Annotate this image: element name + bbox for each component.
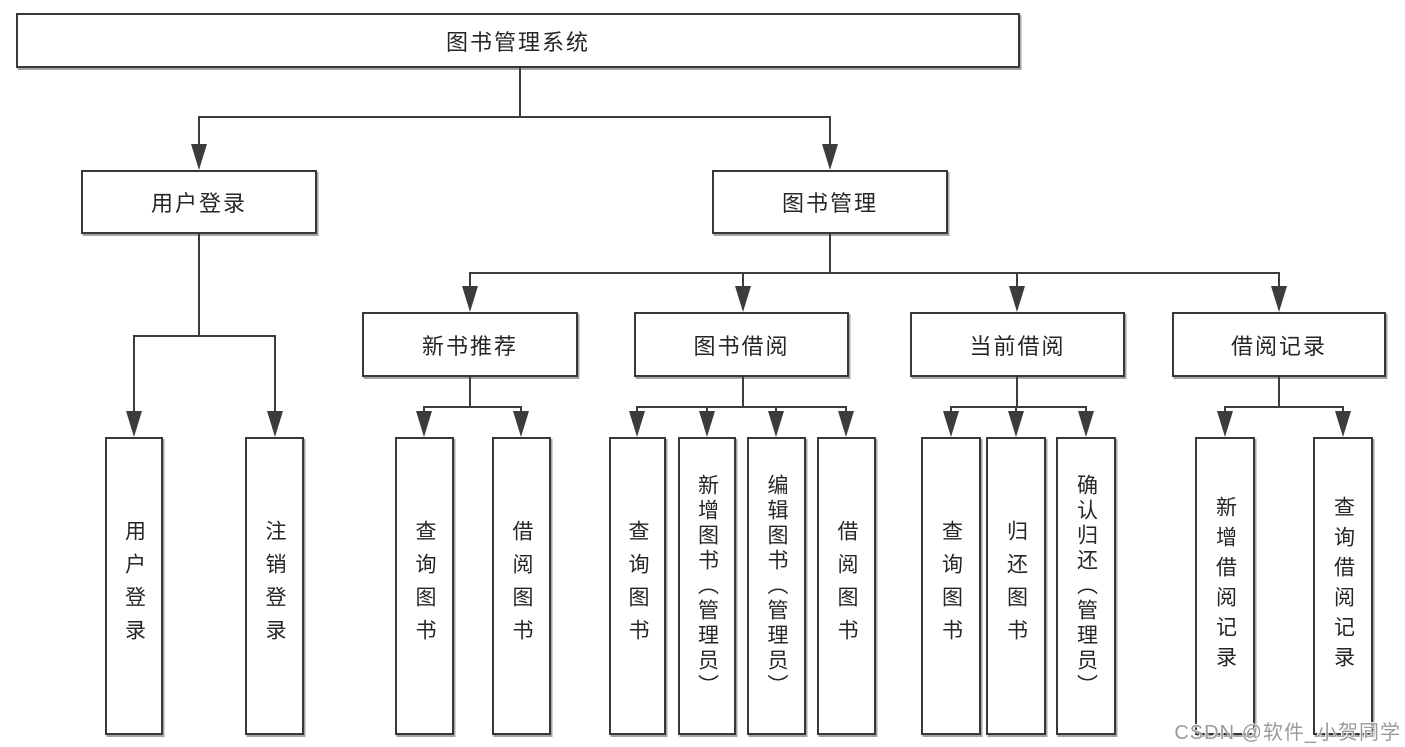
connector-line — [198, 117, 200, 147]
node-label: 新增图书（管理员） — [695, 473, 719, 699]
node-borrowing-records: 借阅记录 — [1172, 312, 1386, 377]
node-return-books: 归还图书 — [986, 437, 1046, 735]
arrow-down-icon — [1335, 411, 1351, 437]
node-label: 用户登录 — [122, 520, 146, 652]
watermark-text: CSDN @软件_小贺同学 — [1174, 722, 1401, 744]
connector-line — [423, 407, 425, 414]
arrow-down-icon — [768, 411, 784, 437]
connector-line — [636, 407, 638, 414]
connector-line — [198, 116, 831, 118]
node-label: 编辑图书（管理员） — [765, 473, 788, 699]
node-label: 查询图书 — [413, 520, 436, 652]
node-label: 借阅图书 — [835, 520, 858, 652]
arrow-down-icon — [267, 411, 283, 437]
connector-line — [469, 273, 471, 289]
connector-line — [519, 66, 521, 118]
node-label: 借阅记录 — [1230, 333, 1327, 359]
connector-line — [1342, 407, 1344, 414]
node-borrow-books-action: 借阅图书 — [817, 437, 876, 735]
node-label: 查询图书 — [939, 520, 963, 652]
connector-line — [706, 407, 708, 414]
arrow-down-icon — [943, 411, 959, 437]
node-borrow-books-recommend: 借阅图书 — [492, 437, 551, 735]
arrow-down-icon — [462, 286, 478, 312]
node-label: 查询图书 — [626, 520, 649, 652]
node-label: 归还图书 — [1004, 520, 1028, 652]
connector-line — [1015, 407, 1017, 414]
connector-line — [469, 272, 1280, 274]
connector-line — [829, 232, 831, 273]
node-book-management: 图书管理 — [712, 170, 948, 234]
node-query-books-recommend: 查询图书 — [395, 437, 454, 735]
connector-line — [198, 232, 200, 336]
connector-line — [469, 376, 471, 407]
connector-line — [274, 336, 276, 414]
connector-line — [1278, 377, 1280, 407]
arrow-down-icon — [1008, 411, 1024, 437]
node-logout-action: 注销登录 — [245, 437, 304, 735]
arrow-down-icon — [699, 411, 715, 437]
node-label: 新书推荐 — [421, 333, 518, 359]
arrow-down-icon — [416, 411, 432, 437]
arrow-down-icon — [735, 286, 751, 312]
node-label: 图书管理 — [781, 191, 878, 216]
node-user-login-action: 用户登录 — [105, 437, 163, 735]
node-book-borrowing: 图书借阅 — [634, 312, 849, 377]
connector-line — [423, 406, 522, 408]
arrow-down-icon — [1217, 411, 1233, 437]
node-current-borrowing: 当前借阅 — [910, 312, 1125, 377]
connector-line — [950, 407, 952, 414]
node-add-books-admin: 新增图书（管理员） — [678, 437, 736, 735]
node-label: 借阅图书 — [510, 520, 533, 652]
connector-line — [1016, 273, 1018, 289]
node-query-books-borrowing: 查询图书 — [609, 437, 666, 735]
connector-line — [829, 117, 831, 147]
connector-line — [1278, 273, 1280, 289]
node-label: 图书借阅 — [693, 333, 790, 359]
arrow-down-icon — [838, 411, 854, 437]
arrow-down-icon — [191, 144, 207, 170]
connector-line — [742, 377, 744, 407]
connector-line — [845, 407, 847, 414]
connector-line — [1224, 407, 1226, 414]
node-library-management-system: 图书管理系统 — [16, 13, 1020, 68]
node-label: 图书管理系统 — [445, 29, 590, 55]
node-new-book-recommendation: 新书推荐 — [362, 312, 578, 377]
node-label: 用户登录 — [150, 191, 247, 216]
arrow-down-icon — [1078, 411, 1094, 437]
node-label: 新增借阅记录 — [1213, 496, 1237, 676]
connector-line — [1016, 377, 1018, 407]
connector-line — [1224, 406, 1344, 408]
connector-line — [1085, 407, 1087, 414]
connector-line — [950, 406, 1087, 408]
connector-line — [775, 407, 777, 414]
arrow-down-icon — [629, 411, 645, 437]
connector-line — [636, 406, 847, 408]
node-query-books-current: 查询图书 — [921, 437, 981, 735]
node-query-borrow-record: 查询借阅记录 — [1313, 437, 1373, 735]
node-user-login: 用户登录 — [81, 170, 317, 234]
arrow-down-icon — [1009, 286, 1025, 312]
node-label: 当前借阅 — [969, 333, 1066, 359]
node-add-borrow-record: 新增借阅记录 — [1195, 437, 1255, 735]
connector-line — [742, 273, 744, 289]
arrow-down-icon — [126, 411, 142, 437]
node-label: 注销登录 — [263, 520, 286, 652]
node-edit-books-admin: 编辑图书（管理员） — [747, 437, 806, 735]
arrow-down-icon — [513, 411, 529, 437]
node-label: 确认归还（管理员） — [1074, 473, 1098, 699]
connector-line — [133, 335, 276, 337]
node-label: 查询借阅记录 — [1331, 496, 1355, 676]
arrow-down-icon — [822, 144, 838, 170]
connector-line — [520, 407, 522, 414]
arrow-down-icon — [1271, 286, 1287, 312]
connector-line — [133, 336, 135, 414]
node-confirm-return-admin: 确认归还（管理员） — [1056, 437, 1116, 735]
